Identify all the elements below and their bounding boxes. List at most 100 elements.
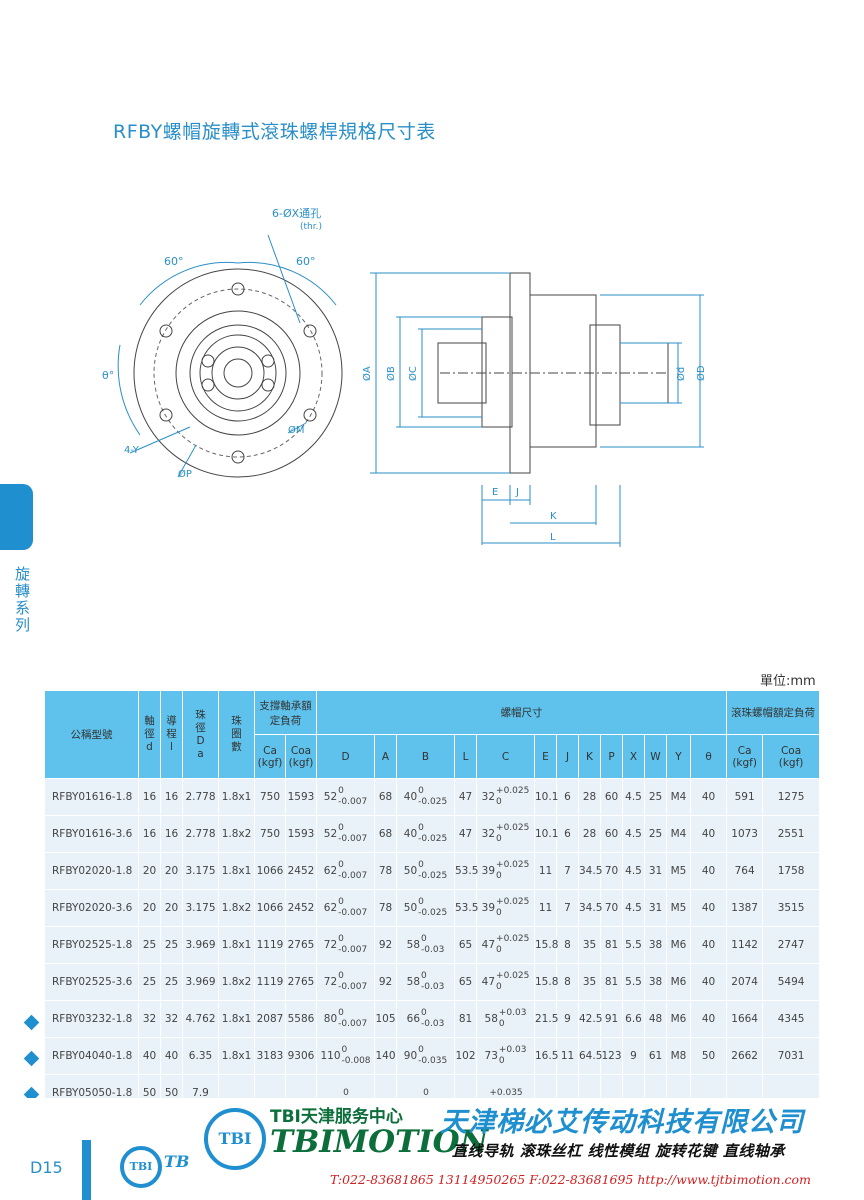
service-center: TBI天津服务中心 [270,1107,403,1127]
cell-E: 10.1 [534,778,558,816]
four-y-label: 4-Y [124,445,140,456]
cell-model: RFBY02525-1.8 [44,926,139,964]
header-nut: 螺帽尺寸 [315,690,728,735]
cell-model: RFBY02020-1.8 [44,852,139,890]
cell-d: 16 [138,815,161,853]
header-col-2: B [396,734,455,779]
cell-K: 28 [578,778,601,816]
header-col-0: D [316,734,375,779]
cell-L: 53.5 [454,852,478,890]
header-coa-load: Coa(kgf) [762,734,820,779]
cell-da: 6.35 [182,1037,219,1075]
phi-d-big-label: ØD [695,365,707,381]
cell-coa2: 1758 [762,852,820,890]
header-col-8: P [600,734,623,779]
footer-strip [82,1140,91,1200]
cell-E: 11 [534,852,557,890]
header-col-11: Y [666,734,691,779]
cell-X: 9 [622,1037,645,1075]
cell-J: 6 [556,778,579,816]
cell-J: 8 [556,963,579,1001]
cell-coa1: 2765 [285,926,317,964]
cell-ca2: 2074 [726,963,764,1001]
products-list: 直线导轨 滚珠丝杠 线性模组 旋转花键 直线轴承 [452,1142,785,1160]
cell-da: 3.969 [182,926,219,964]
cell-L: 47 [454,815,477,853]
cell-coa2: 1275 [762,778,820,816]
cell-L: 47 [454,778,477,816]
cell-ca1: 2087 [254,1000,286,1038]
cell-A: 78 [374,889,397,927]
cell-l: 25 [160,926,183,964]
cell-coa2: 5494 [762,963,820,1001]
cell-P: 91 [600,1000,623,1038]
cell-J: 9 [556,1000,579,1038]
tbi-big-logo-icon: TBI [204,1108,266,1170]
cell-P: 60 [600,815,623,853]
cell-d: 25 [138,926,161,964]
cell-K: 35 [578,926,601,964]
cell-turns: 1.8x2 [218,815,255,853]
thr-label: (thr.) [300,222,322,232]
cell-ca1: 3183 [254,1037,286,1075]
header-col-3: L [454,734,477,779]
cell-turns: 1.8x2 [218,889,255,927]
cell-P: 81 [600,926,623,964]
dim-l-label: L [550,532,556,543]
spec-table: 公稱型號 軸徑d 導程l 珠徑Da 珠圈數 支撐軸承額定負荷 螺帽尺寸 滾珠螺帽… [44,690,820,1112]
header-support: 支撐軸承額定負荷 [254,690,317,735]
cell-ca1: 1119 [254,963,286,1001]
cell-ca2: 764 [726,852,764,890]
cell-d: 32 [138,1000,161,1038]
dim-j-label: J [515,487,519,498]
cell-model: RFBY03232-1.8 [44,1000,139,1038]
header-ball: 珠徑Da [182,690,219,779]
cell-A: 92 [374,926,397,964]
cell-model: RFBY02525-3.6 [44,963,139,1001]
cell-d: 20 [138,889,161,927]
cell-A: 140 [374,1037,397,1075]
row-marker-icon [23,1014,40,1031]
dim-k-label: K [550,511,557,522]
cell-model: RFBY01616-3.6 [44,815,139,853]
cell-coa1: 5586 [285,1000,317,1038]
cell-Y: M5 [666,889,691,927]
cell-turns: 1.8x1 [218,1000,255,1038]
cell-Y: M6 [666,926,691,964]
side-tab [0,484,33,550]
cell-J: 11 [556,1037,579,1075]
cell-coa2: 4345 [762,1000,820,1038]
header-col-7: K [578,734,601,779]
cell-Y: M8 [666,1037,691,1075]
cell-coa1: 1593 [285,778,317,816]
cell-W: 61 [644,1037,667,1075]
cell-da: 4.762 [182,1000,219,1038]
cell-l: 16 [160,815,183,853]
cell-E: 16.5 [534,1037,558,1075]
header-col-12: θ [689,734,728,779]
side-label: 旋轉系列 [13,566,31,634]
cell-da: 3.175 [182,889,219,927]
cell-X: 4.5 [622,815,645,853]
cell-d: 25 [138,963,161,1001]
cell-E: 15.8 [534,963,558,1001]
cell-turns: 1.8x1 [218,778,255,816]
hole-callout: 6-ØX通孔 [272,207,321,220]
flange-outline [133,268,343,478]
cell-W: 48 [644,1000,667,1038]
cell-l: 20 [160,889,183,927]
cell-coa2: 2747 [762,926,820,964]
cell-ca1: 1066 [254,889,286,927]
